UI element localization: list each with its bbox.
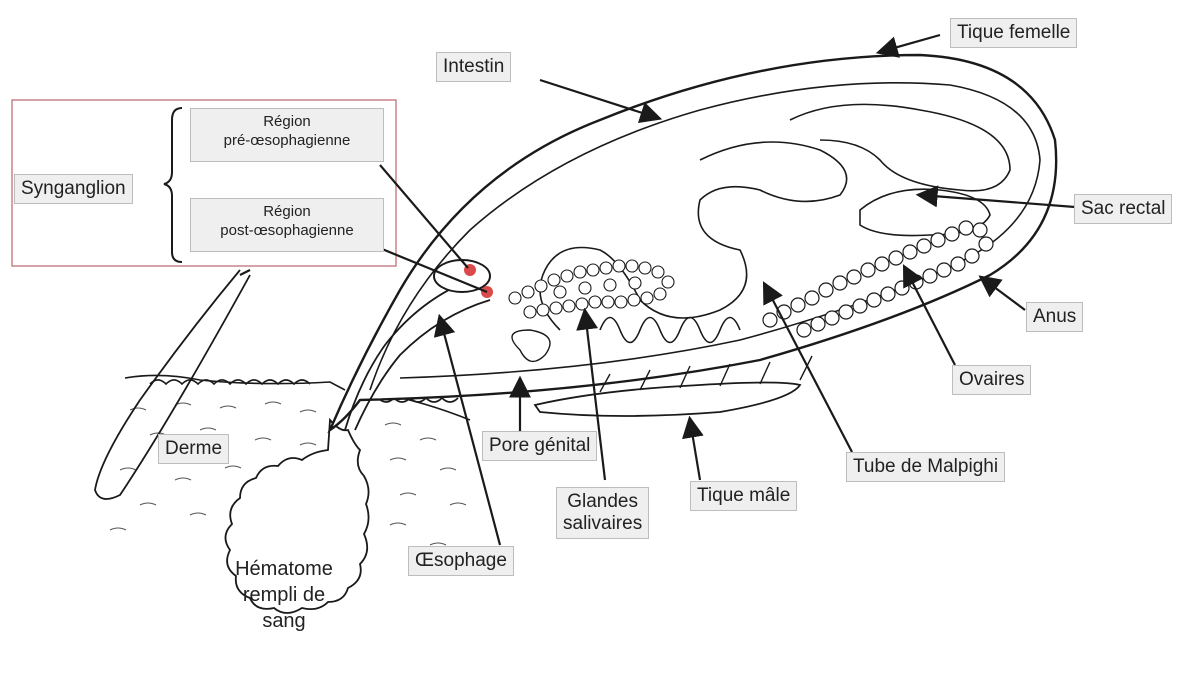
label-region-pre: Région pré-œsophagienne (190, 108, 384, 162)
label-hematome-line1: Hématome (224, 556, 344, 582)
label-region-pre-line2: pré-œsophagienne (197, 131, 377, 150)
label-derme: Derme (158, 434, 229, 464)
label-tique-male: Tique mâle (690, 481, 797, 511)
hair-follicle (95, 270, 250, 499)
synganglion-brace (164, 108, 182, 262)
label-synganglion: Synganglion (14, 174, 133, 204)
label-region-post: Région post-œsophagienne (190, 198, 384, 252)
label-tube-malpighi: Tube de Malpighi (846, 452, 1005, 482)
label-pore-genital: Pore génital (482, 431, 597, 461)
label-sac-rectal: Sac rectal (1074, 194, 1172, 224)
label-glandes-salivaires: Glandes salivaires (556, 487, 649, 539)
label-hematome: Hématome rempli de sang (224, 556, 344, 634)
label-tique-femelle: Tique femelle (950, 18, 1077, 48)
label-oesophage: Œsophage (408, 546, 514, 576)
label-intestin: Intestin (436, 52, 511, 82)
label-region-pre-line1: Région (197, 112, 377, 131)
label-hematome-line3: sang (224, 608, 344, 634)
label-anus: Anus (1026, 302, 1083, 332)
label-region-post-line1: Région (197, 202, 377, 221)
label-ovaires: Ovaires (952, 365, 1031, 395)
label-glandes-line1: Glandes (563, 491, 642, 513)
label-hematome-line2: rempli de (224, 582, 344, 608)
label-glandes-line2: salivaires (563, 513, 642, 535)
label-region-post-line2: post-œsophagienne (197, 221, 377, 240)
